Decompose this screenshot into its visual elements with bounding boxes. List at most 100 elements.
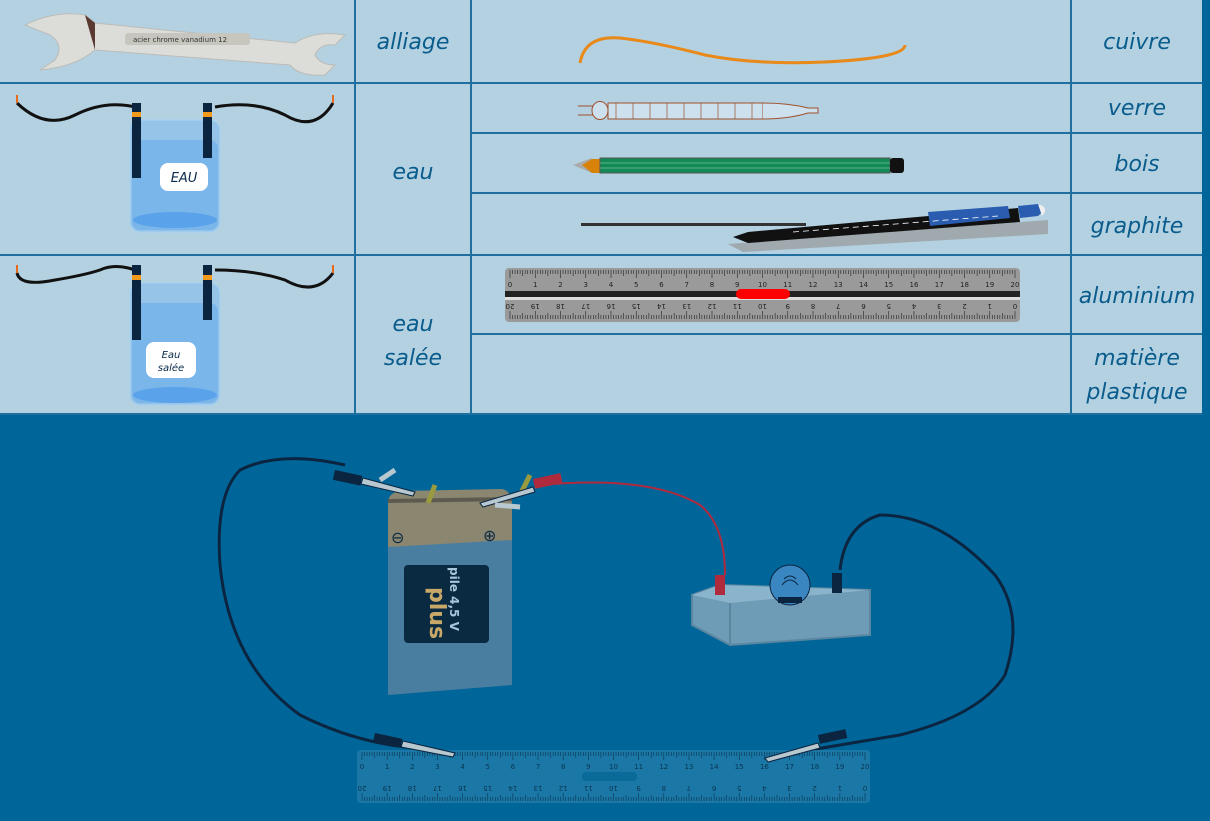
ruler-tick-label-inverted: 17 [581,302,590,310]
col-divider [1070,0,1072,415]
ruler-tick-label: 8 [561,763,565,771]
ruler-tick-label-inverted: 12 [559,784,568,792]
lamp-bulb-icon [769,564,811,606]
ruler-tick-label: 19 [835,763,844,771]
ruler-tick-label: 20 [1011,281,1020,289]
ruler-tick-label-inverted: 13 [682,302,691,310]
ruler-tick-label-inverted: 19 [531,302,540,310]
ruler-tick-label: 11 [634,763,643,771]
black-wire-right[interactable] [809,513,1015,752]
ruler-tick-label-inverted: 9 [636,784,640,792]
ruler-tick-label: 13 [834,281,843,289]
crocodile-clip-black[interactable] [332,467,425,500]
beaker-water-object[interactable]: EAU [15,95,335,240]
ruler-tick-label: 1 [385,763,389,771]
ruler-tick-label: 16 [760,763,769,771]
red-wire[interactable] [539,481,726,576]
glass-pipette-object[interactable] [578,98,898,124]
row-divider [470,132,1202,134]
ruler-tick-label: 17 [935,281,944,289]
ruler-tick-label: 17 [785,763,794,771]
col-divider [470,0,472,415]
ruler-tick-label: 19 [985,281,994,289]
ruler-tick-label: 3 [435,763,439,771]
ruler-tick-label: 3 [584,281,588,289]
ruler-tick-label: 16 [910,281,919,289]
ruler-tick-label-inverted: 1 [838,784,842,792]
ruler-tick-label: 12 [659,763,668,771]
label-bois: bois [1114,152,1160,177]
beaker-tag-eau: EAU [171,171,198,186]
materials-table: alliage eau eau salée cuivre verre bois … [0,0,1202,415]
row-divider [0,254,1202,256]
crocodile-clip-ruler-right[interactable] [760,729,850,763]
ruler-tick-label-inverted: 11 [584,784,593,792]
ruler-tick-label: 15 [735,763,744,771]
ruler-tick-label-inverted: 0 [863,784,867,792]
ruler-tick-label-inverted: 15 [632,302,641,310]
ruler-tick-label: 0 [360,763,364,771]
lamp-box[interactable] [690,564,875,647]
ruler-slider-red [736,289,790,299]
ruler-tick-label-inverted: 12 [708,302,717,310]
ruler-tick-label-inverted: 8 [662,784,666,792]
ruler-tick-label-inverted: 10 [758,302,767,310]
ruler-tick-label-inverted: 15 [483,784,492,792]
ruler-tick-label-inverted: 2 [962,302,966,310]
plastic-ruler-numbers: 0011223344556677889910101111121213131414… [358,763,870,792]
label-eau-salee: eau salée [356,308,470,376]
ruler-tick-label-inverted: 16 [606,302,615,310]
label-verre: verre [1107,96,1167,121]
ruler-tick-label-inverted: 3 [937,302,941,310]
circuit-wires [217,457,1015,752]
label-alliage: alliage [376,30,450,55]
ruler-tick-label: 12 [809,281,818,289]
battery-label-line1: pile 4,5 V [447,567,461,632]
label-cuivre: cuivre [1103,30,1171,55]
beaker-tag-line1: Eau [162,350,181,361]
label-plastique-line1: matière [1094,346,1180,371]
aluminium-ruler-object[interactable]: 0011223344556677889910101111121213131414… [505,268,1021,323]
battery-label-line2: plus [424,587,449,639]
ruler-tick-label: 7 [536,763,540,771]
ruler-tick-label-inverted: 4 [911,302,916,310]
beaker-salt-water-object[interactable]: Eau salée [15,265,335,410]
ruler-tick-label-inverted: 5 [737,784,741,792]
black-wire-left[interactable] [217,457,421,750]
ruler-tick-label: 4 [460,763,465,771]
ruler-tick-label-inverted: 8 [811,302,815,310]
ruler-tick-label-inverted: 4 [762,784,767,792]
ruler-tick-label: 14 [859,281,868,289]
ruler-tick-label: 8 [710,281,714,289]
row-divider [470,333,1202,335]
crocodile-clip-ruler-left[interactable] [373,733,465,763]
row-divider [470,192,1202,194]
ruler-tick-label: 2 [410,763,414,771]
wooden-pencil-object[interactable] [570,155,910,179]
label-matiere-plastique: matière plastique [1072,342,1202,410]
ruler-tick-label-inverted: 6 [861,302,866,310]
battery-pile[interactable]: pile 4,5 V plus ⊖ ⊕ [380,473,533,695]
row-divider [0,413,1202,415]
ruler-tick-label: 11 [783,281,792,289]
ruler-tick-label-inverted: 17 [433,784,442,792]
crocodile-clip-red[interactable] [475,473,565,510]
wrench-engraving: acier chrome vanadium 12 [133,36,227,44]
ruler-tick-label: 6 [511,763,516,771]
ruler-tick-label: 0 [508,281,512,289]
ruler-tick-label: 9 [586,763,590,771]
plastic-ruler-object[interactable]: 0011223344556677889910101111121213131414… [357,750,871,805]
ruler-tick-label: 2 [558,281,562,289]
ruler-tick-label: 15 [884,281,893,289]
graphite-pen-object[interactable] [578,200,1063,252]
plastique-slot[interactable] [472,335,1070,413]
pipette-graduations [615,103,753,119]
label-eau: eau [392,160,434,185]
copper-wire-object[interactable] [575,30,915,70]
ruler-tick-label-inverted: 2 [812,784,816,792]
ruler-tick-label-inverted: 11 [733,302,742,310]
ruler-tick-label-inverted: 20 [358,784,367,792]
wrench-object[interactable]: acier chrome vanadium 12 [15,5,347,80]
ruler-tick-label-inverted: 1 [988,302,992,310]
ruler-tick-label: 9 [735,281,739,289]
